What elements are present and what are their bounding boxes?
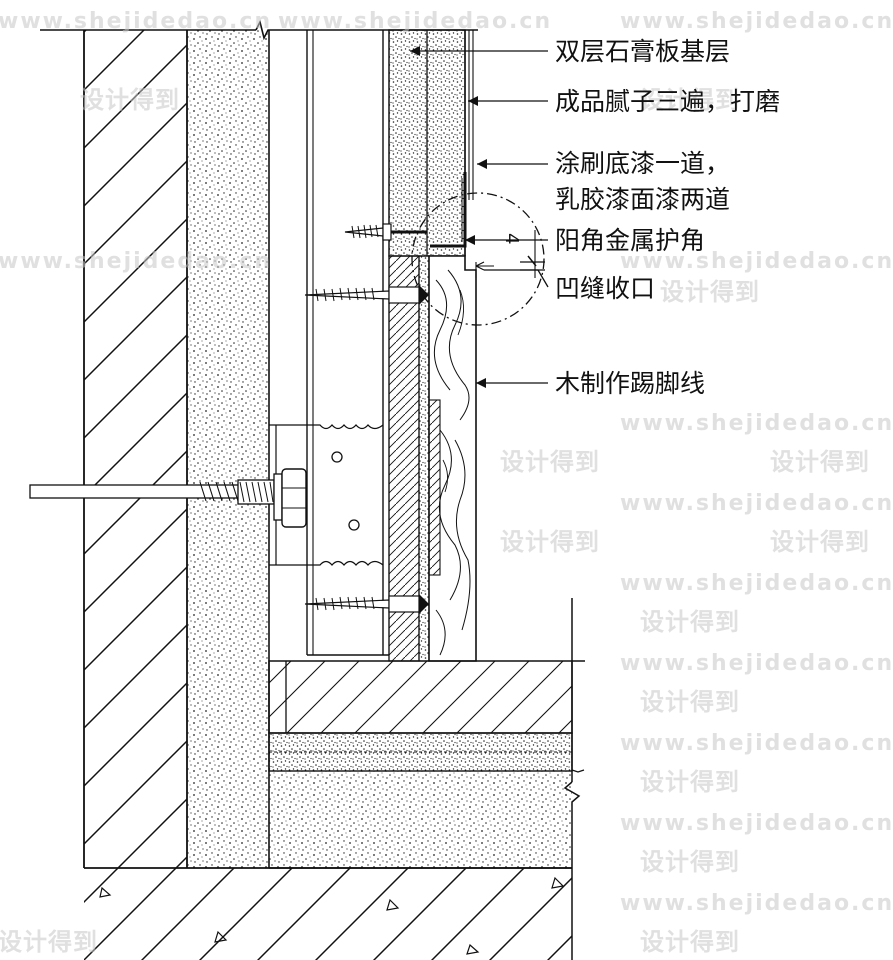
- watermark-brand: 设计得到: [0, 928, 98, 956]
- watermark-site: www.shejidedao.cn: [620, 411, 893, 436]
- double-gypsum-board: [388, 29, 474, 257]
- watermark-site: www.shejidedao.cn: [620, 891, 893, 916]
- screw-upper: [344, 223, 427, 241]
- watermark-brand: 设计得到: [640, 608, 740, 636]
- metal-corner-guard: [430, 172, 467, 248]
- wood-skirting: [428, 255, 477, 662]
- floor-break-line: [563, 598, 585, 960]
- watermark-brand: 设计得到: [500, 448, 600, 476]
- watermark-site: www.shejidedao.cn: [620, 249, 893, 274]
- top-break-line: [40, 19, 478, 41]
- watermark-site: www.shejidedao.cn: [620, 491, 893, 516]
- watermark-site: www.shejidedao.cn: [620, 571, 893, 596]
- watermark-brand: 设计得到: [640, 928, 740, 956]
- watermark-brand: 设计得到: [660, 278, 760, 306]
- screw-lower: [304, 594, 429, 614]
- watermark-brand: 设计得到: [770, 448, 870, 476]
- label-gypsum-base: 双层石膏板基层: [555, 37, 730, 66]
- floor-finish-layer: [268, 660, 585, 734]
- watermark-brand: 设计得到: [640, 86, 740, 114]
- watermark-site: www.shejidedao.cn: [620, 811, 893, 836]
- steel-stud-frame: [269, 30, 390, 656]
- concrete-wall: [83, 30, 188, 868]
- base-board-lower: [388, 255, 430, 662]
- watermark-brand: 设计得到: [80, 86, 180, 114]
- screed-layer: [269, 771, 572, 869]
- watermark-brand: 设计得到: [770, 528, 870, 556]
- screw-middle: [304, 285, 429, 305]
- watermark-site: www.shejidedao.cn: [0, 249, 272, 274]
- watermark-site: www.shejidedao.cn: [0, 9, 272, 34]
- watermark-layer: www.shejidedao.cn www.shejidedao.cn www.…: [0, 9, 893, 956]
- watermark-brand: 设计得到: [640, 768, 740, 796]
- leader-lines: [410, 46, 549, 388]
- watermark-site: www.shejidedao.cn: [620, 731, 893, 756]
- label-paint-line2: 乳胶漆面漆两道: [555, 185, 730, 214]
- label-corner-guard: 阳角金属护角: [555, 226, 705, 255]
- watermark-site: www.shejidedao.cn: [278, 9, 552, 34]
- plaster-layer: [187, 30, 270, 868]
- detail-callout-circle: [411, 192, 545, 326]
- label-paint-line1: 涂刷底漆一道，: [555, 149, 730, 178]
- label-putty: 成品腻子三遍，打磨: [555, 87, 780, 116]
- annotation-labels: 双层石膏板基层 成品腻子三遍，打磨 涂刷底漆一道， 乳胶漆面漆两道 阳角金属护角…: [555, 37, 780, 398]
- watermark-site: www.shejidedao.cn: [620, 651, 893, 676]
- label-wood-skirting: 木制作踢脚线: [555, 369, 705, 398]
- expansion-bolt: [29, 468, 307, 528]
- watermark-brand: 设计得到: [640, 848, 740, 876]
- watermark-brand: 设计得到: [640, 688, 740, 716]
- dimension-value: 4: [501, 233, 522, 244]
- mortar-bed-layer: [268, 732, 573, 772]
- structural-slab: [84, 867, 572, 960]
- watermark-brand: 设计得到: [500, 528, 600, 556]
- label-groove-finish: 凹缝收口: [555, 274, 655, 303]
- dimension-mark: 4: [475, 230, 545, 278]
- watermark-site: www.shejidedao.cn: [620, 9, 893, 34]
